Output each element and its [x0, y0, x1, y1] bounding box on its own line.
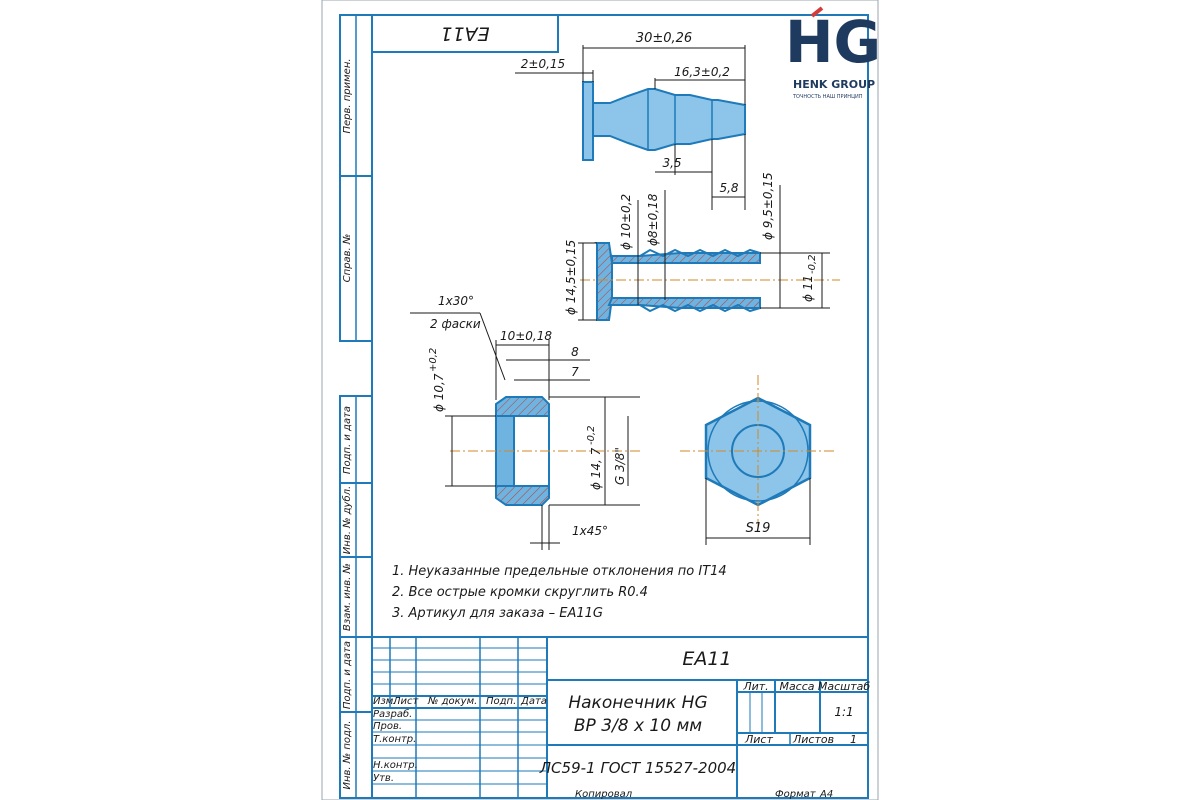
technical-notes: 1. Неуказанные предельные отклонения по …: [392, 564, 727, 621]
side-strip: Перв. примен. Справ. № Подп. и дата Инв.…: [339, 14, 373, 799]
dim-nut-length-8: 8: [571, 345, 579, 359]
dim-section-d10: ϕ 10±0,2: [619, 194, 633, 250]
side-label-sign-date-1: Подп. и дата: [342, 406, 353, 474]
barb-section-view: [580, 242, 840, 321]
label-sheets: Листов: [792, 733, 834, 746]
barb-section-flange: [596, 242, 613, 321]
col-header-change: Изм.: [373, 696, 397, 707]
col-header-doc-number: № докум.: [427, 696, 477, 707]
side-label-sign-date-2: Подп. и дата: [342, 641, 353, 709]
dim-section-d8: ϕ8±0,18: [646, 193, 660, 246]
side-label-first-use: Перв. примен.: [342, 58, 353, 133]
dim-section-d9-5: ϕ 9,5±0,15: [761, 172, 775, 240]
dim-flange-thickness: 2±0,15: [521, 57, 565, 71]
label-scale: Масштаб: [818, 680, 870, 693]
corner-code-box: EA11: [371, 14, 559, 53]
dim-nut-thread: G 3/8": [613, 447, 627, 485]
row-label-tech-control: Т.контр.: [373, 734, 416, 745]
dim-nut-d10-7: ϕ 10,7: [432, 373, 446, 412]
dim-nut-chamfer-note: 2 фаски: [430, 317, 481, 331]
row-label-norm-control: Н.контр.: [373, 760, 418, 771]
barb-section-dimensions: ϕ 10±0,2 ϕ8±0,18 ϕ 9,5±0,15 ϕ 14,5±0,15 …: [564, 172, 830, 321]
col-header-sign: Подп.: [486, 696, 516, 707]
row-label-checked: Пров.: [373, 721, 402, 732]
footer-copied: Копировал: [575, 789, 633, 800]
note-2: 2. Все острые кромки скруглить R0.4: [392, 585, 648, 600]
note-1: 1. Неуказанные предельные отклонения по …: [392, 564, 727, 579]
dim-nut-d10-7-tol: +0,2: [428, 348, 439, 372]
footer-format-label: Формат: [775, 789, 817, 800]
label-letter: Лит.: [742, 680, 768, 693]
footer-format-value: A4: [819, 789, 833, 800]
label-mass: Масса: [779, 680, 814, 693]
value-sheets: 1: [850, 733, 857, 746]
corner-code: EA11: [440, 23, 489, 45]
value-scale: 1:1: [834, 705, 853, 719]
logo-letters: HG: [785, 8, 881, 76]
dim-barb-tip: 5,8: [719, 181, 738, 195]
dim-nut-d14-7: ϕ 14, 7: [589, 447, 603, 490]
side-label-ref-number: Справ. №: [342, 234, 353, 283]
col-header-date: Дата: [520, 696, 547, 707]
dim-nut-length-7: 7: [571, 365, 579, 379]
henk-group-logo: HG HENK GROUP ТОЧНОСТЬ НАШ ПРИНЦИП: [785, 6, 881, 100]
row-label-approved: Утв.: [373, 773, 394, 784]
label-sheet: Лист: [744, 733, 773, 746]
hex-dimensions: S19: [705, 478, 811, 545]
logo-company-name: HENK GROUP: [793, 78, 875, 91]
nut-section-view: [450, 396, 640, 506]
title-name-line-2: ВР 3/8 х 10 мм: [574, 716, 702, 736]
logo-slogan: ТОЧНОСТЬ НАШ ПРИНЦИП: [792, 94, 863, 100]
side-label-orig-inv: Инв. № подл.: [342, 721, 353, 790]
dim-nut-chamfer-45: 1x45°: [572, 524, 608, 538]
barb-flange: [582, 81, 594, 161]
sheet-footer: Копировал Формат A4: [575, 789, 833, 800]
hex-nut-view: [680, 375, 836, 530]
note-3: 3. Артикул для заказа – EA11G: [392, 606, 603, 621]
title-material: ЛС59-1 ГОСТ 15527-2004: [539, 759, 736, 777]
dim-nut-width: 10±0,18: [500, 329, 552, 343]
col-header-sheet: Лист: [392, 696, 420, 707]
dim-nut-chamfer: 1x30°: [438, 294, 474, 308]
nut-section-bottom: [495, 485, 550, 506]
dim-barb-length: 16,3±0,2: [674, 65, 730, 79]
dim-hex-size: S19: [746, 521, 771, 536]
nut-section-top: [495, 396, 550, 417]
dim-section-d14-5: ϕ 14,5±0,15: [564, 240, 578, 315]
dim-section-d11: ϕ 11: [801, 275, 815, 302]
nut-section-dimensions: 1x30° 2 фаски 10±0,18 8 7 ϕ 10,7 +0,2 ϕ …: [410, 294, 640, 550]
title-designation: EA11: [682, 648, 731, 670]
dim-section-d11-tol: -0,2: [807, 254, 818, 274]
title-block: Изм. Лист № докум. Подп. Дата Разраб. Пр…: [372, 636, 870, 798]
dim-barb-pitch: 3,5: [662, 156, 681, 170]
dim-overall-length: 30±0,26: [636, 31, 692, 46]
row-label-developed: Разраб.: [373, 708, 412, 720]
side-label-dup-inv: Инв. № дубл.: [341, 486, 353, 554]
dim-nut-d14-7-tol: -0,2: [586, 425, 597, 445]
side-label-replace-inv: Взам. инв. №: [342, 563, 353, 631]
barb-side-dimensions: 30±0,26 2±0,15 16,3±0,2 3,5 5,8: [515, 31, 746, 210]
title-name-line-1: Наконечник HG: [568, 693, 707, 713]
